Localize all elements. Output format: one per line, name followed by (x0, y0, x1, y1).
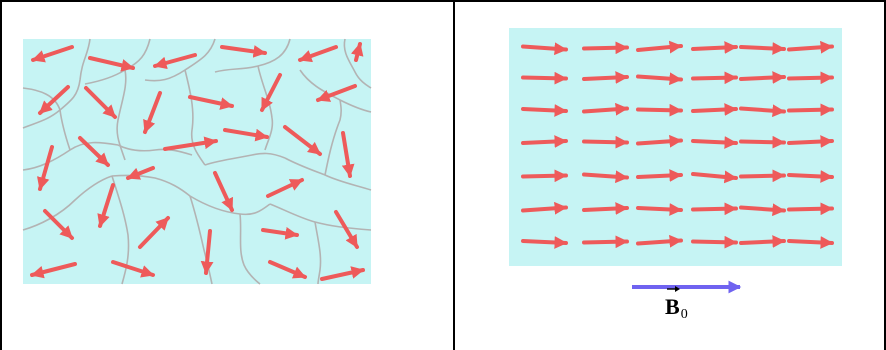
domain-moment-arrow (84, 86, 117, 119)
aligned-moment-arrow (521, 201, 568, 215)
domain-moment-arrow (341, 131, 355, 178)
aligned-moment-arrow (691, 103, 738, 116)
aligned-moment-arrow (521, 236, 568, 249)
aligned-moment-arrow (739, 203, 786, 217)
domain-moment-arrow (126, 166, 155, 180)
domain-moment-arrow (97, 183, 115, 228)
aligned-moment-arrow (582, 170, 629, 184)
aligned-moment-arrow (636, 72, 683, 86)
aligned-moment-arrow (787, 236, 834, 249)
domain-moment-arrow (320, 266, 365, 281)
magnetized-domain-panel (509, 28, 842, 266)
domain-moment-arrow (38, 85, 70, 115)
aligned-moment-arrow (582, 102, 629, 116)
domain-moment-arrow (266, 178, 304, 198)
aligned-moment-arrow (636, 103, 683, 117)
aligned-moment-arrow (739, 135, 786, 149)
random-moment-arrows (30, 42, 365, 281)
domain-moment-arrow (37, 145, 54, 191)
domain-moment-arrow (143, 91, 162, 134)
aligned-moment-arrow (787, 103, 834, 117)
aligned-moment-arrow (691, 202, 738, 216)
domain-moment-arrow (43, 209, 74, 240)
aligned-moment-arrow (691, 235, 738, 249)
aligned-moment-arrow (521, 42, 568, 56)
domain-moment-arrow (138, 216, 170, 249)
aligned-moment-arrow (691, 41, 738, 54)
vector-hat-icon (667, 286, 680, 292)
applied-field-label: B0 (665, 286, 688, 322)
domain-moment-arrow (260, 73, 282, 112)
aligned-moment-arrow (582, 135, 629, 149)
unmagnetized-domain-panel (23, 39, 371, 284)
domain-moment-arrow (88, 56, 135, 72)
aligned-moment-arrow (787, 135, 834, 148)
domain-moment-arrow (213, 171, 234, 212)
domain-moment-arrow (283, 125, 322, 156)
aligned-moment-arrow (787, 40, 834, 54)
aligned-moment-arrows (521, 40, 834, 249)
aligned-moment-arrow (787, 170, 834, 183)
domain-moment-arrow (31, 45, 74, 63)
aligned-moment-arrow (582, 71, 629, 84)
aligned-moment-arrow (521, 71, 568, 85)
aligned-moment-arrow (521, 135, 568, 148)
domain-moment-arrow (78, 136, 110, 167)
domain-moment-arrow (111, 260, 155, 278)
domain-moment-arrow (188, 95, 234, 110)
aligned-moment-arrow (582, 41, 629, 55)
domain-moment-arrow (334, 210, 359, 249)
aligned-moment-arrow (739, 104, 786, 118)
aligned-moment-arrow (739, 42, 786, 55)
domain-moment-arrow (220, 45, 267, 58)
aligned-moment-arrow (787, 202, 834, 216)
aligned-moment-arrow (636, 234, 683, 248)
domain-moment-arrow (261, 226, 299, 240)
aligned-moment-arrow (739, 71, 786, 84)
aligned-moment-arrow (691, 136, 738, 149)
aligned-moment-arrow (521, 169, 568, 183)
domain-moment-arrow (268, 260, 307, 279)
aligned-moment-arrow (739, 169, 786, 183)
aligned-moment-arrow (787, 71, 834, 85)
aligned-moment-arrow (636, 40, 683, 54)
aligned-moment-arrow (739, 235, 786, 248)
aligned-moment-arrow (582, 202, 629, 215)
aligned-moment-arrow (691, 170, 738, 184)
domain-moment-arrow (298, 45, 338, 63)
domain-moment-arrow (153, 53, 197, 70)
domain-moment-arrow (30, 262, 77, 279)
aligned-moment-arrow (636, 169, 683, 182)
right-table-cell (454, 0, 886, 350)
left-table-cell (0, 0, 454, 350)
aligned-moment-arrow (636, 203, 683, 216)
field-symbol: B (665, 294, 680, 319)
domain-moment-arrow (163, 136, 218, 151)
domain-moment-arrow (350, 42, 364, 62)
aligned-moment-arrow (582, 235, 629, 249)
domain-moment-arrow (316, 84, 357, 102)
field-subscript: 0 (680, 307, 688, 322)
domain-moment-arrow (200, 229, 214, 275)
aligned-moment-arrow (521, 104, 568, 117)
domain-moment-arrow (223, 128, 269, 142)
aligned-moment-arrow (691, 71, 738, 85)
aligned-moment-arrow (636, 134, 683, 148)
